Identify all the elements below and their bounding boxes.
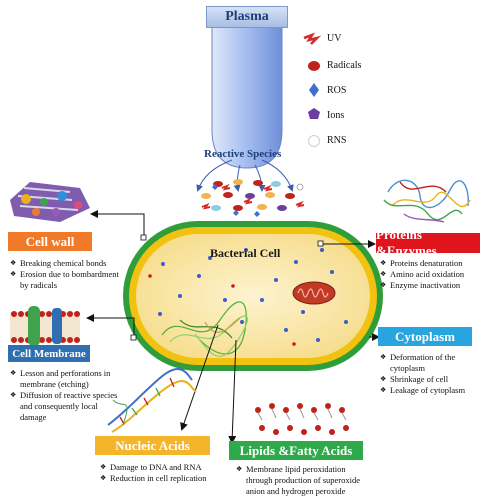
- cell-wall-effect: Erosion due to bombardment by radicals: [10, 269, 120, 291]
- reactive-species-label: Reactive Species: [204, 148, 282, 160]
- cytoplasm-effect: Shrinkage of cell: [380, 374, 484, 385]
- cytoplasm-particles: [158, 248, 348, 342]
- legend-label-rns: RNS: [327, 135, 347, 146]
- uv-bolt-icon: [303, 32, 322, 45]
- cell-wall-box: Cell wall: [8, 232, 92, 251]
- bacterial-cell-label: Bacterial Cell: [210, 246, 281, 260]
- cell-membrane-effect: Lesson and perforations in membrane (etc…: [10, 368, 120, 390]
- legend-label-radicals: Radicals: [327, 60, 362, 71]
- lipids-effect: Membrane lipid peroxidation through prod…: [236, 464, 366, 497]
- cell-wall-effect: Breaking chemical bonds: [10, 258, 120, 269]
- plasma-label: Plasma: [206, 6, 288, 28]
- legend-label-ions: Ions: [327, 110, 345, 121]
- cytoplasm-effect: Deformation of the cytoplasm: [380, 352, 484, 374]
- protein-illustration: [383, 179, 471, 223]
- mitochondrion: [292, 281, 336, 305]
- nucleic-acids-effects: Damage to DNA and RNA Reduction in cell …: [100, 462, 230, 484]
- lipids-effects: Membrane lipid peroxidation through prod…: [236, 464, 366, 497]
- proteins-effect: Proteins denaturation: [380, 258, 484, 269]
- nucleic-acids-box: Nucleic Acids: [95, 436, 210, 455]
- legend-icons: [303, 32, 322, 147]
- plasma-tube: [211, 25, 283, 169]
- dna-strand: [161, 301, 248, 357]
- bacterial-cell: [123, 221, 383, 371]
- plasma-emission-arrows: [196, 159, 294, 192]
- rns-ring-icon: [308, 135, 320, 147]
- proteins-effect: Enzyme inactivation: [380, 280, 484, 291]
- cell-wall-illustration: [10, 182, 90, 222]
- connector-arrows: [86, 210, 380, 444]
- ion-pentagon-icon: [308, 108, 320, 119]
- cytoplasm-effects: Deformation of the cytoplasm Shrinkage o…: [380, 352, 484, 396]
- connector-endpoints: [130, 234, 324, 341]
- proteins-effects: Proteins denaturation Amino acid oxidati…: [380, 258, 484, 291]
- radical-circle-icon: [308, 61, 320, 71]
- lipid-illustration: [255, 403, 349, 435]
- ros-diamond-icon: [309, 83, 319, 97]
- cell-membrane-illustration: [10, 306, 80, 346]
- cell-membrane-effects: Lesson and perforations in membrane (etc…: [10, 368, 120, 423]
- nucleic-acids-effect: Reduction in cell replication: [100, 473, 230, 484]
- lipids-box: Lipids &Fatty Acids: [229, 441, 363, 460]
- proteins-effect: Amino acid oxidation: [380, 269, 484, 280]
- cell-membrane-effect: Diffusion of reactive species and conseq…: [10, 390, 120, 423]
- proteins-enzymes-box: Proteins &Enzymes: [376, 227, 480, 258]
- cytoplasm-effect: Leakage of cytoplasm: [380, 385, 484, 396]
- cell-wall-effects: Breaking chemical bonds Erosion due to b…: [10, 258, 120, 291]
- nucleic-acids-effect: Damage to DNA and RNA: [100, 462, 230, 473]
- cell-membrane-box: Cell Membrane: [8, 345, 90, 362]
- cytoplasm-box: Cytoplasm: [378, 327, 472, 346]
- dna-helix-illustration: [107, 368, 197, 433]
- cytoplasm-particles-red: [148, 274, 296, 346]
- legend-label-uv: UV: [327, 33, 342, 44]
- reactive-species-cloud: [201, 179, 305, 217]
- legend-label-ros: ROS: [327, 85, 347, 96]
